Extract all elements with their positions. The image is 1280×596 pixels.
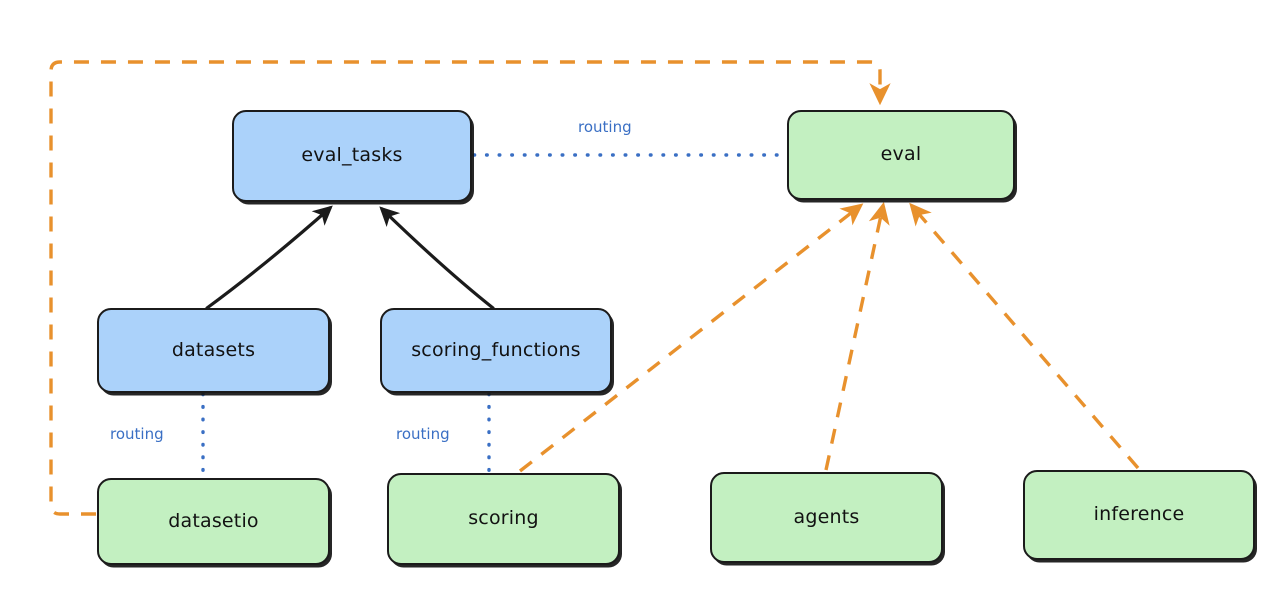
node-scoring-functions[interactable]: scoring_functions <box>380 308 612 393</box>
node-inference-label: inference <box>1093 503 1185 526</box>
node-datasets-label: datasets <box>171 338 256 361</box>
node-scoring-label: scoring <box>468 507 539 530</box>
node-datasetio-label: datasetio <box>168 509 259 532</box>
edge-label-routing-eval-tasks-eval: routing <box>578 118 632 136</box>
node-eval-label: eval <box>880 143 922 166</box>
node-eval-tasks-label: eval_tasks <box>301 144 403 167</box>
node-eval[interactable]: eval <box>787 110 1015 200</box>
edge-datasets-to-eval-tasks <box>205 205 333 310</box>
node-inference[interactable]: inference <box>1023 470 1255 560</box>
edge-label-routing-scoring-functions-scoring: routing <box>396 425 450 443</box>
edge-agents-to-eval <box>824 201 890 471</box>
edge-label-routing-datasets-datasetio: routing <box>110 425 164 443</box>
node-scoring-functions-label: scoring_functions <box>411 338 581 361</box>
edge-inference-to-eval <box>909 202 1140 470</box>
edge-scoring-functions-to-eval-tasks <box>379 206 495 310</box>
node-datasets[interactable]: datasets <box>97 308 330 393</box>
node-eval-tasks[interactable]: eval_tasks <box>232 110 472 202</box>
node-datasetio[interactable]: datasetio <box>97 478 330 565</box>
node-agents-label: agents <box>793 505 860 528</box>
node-scoring[interactable]: scoring <box>387 473 620 565</box>
node-agents[interactable]: agents <box>710 472 943 563</box>
